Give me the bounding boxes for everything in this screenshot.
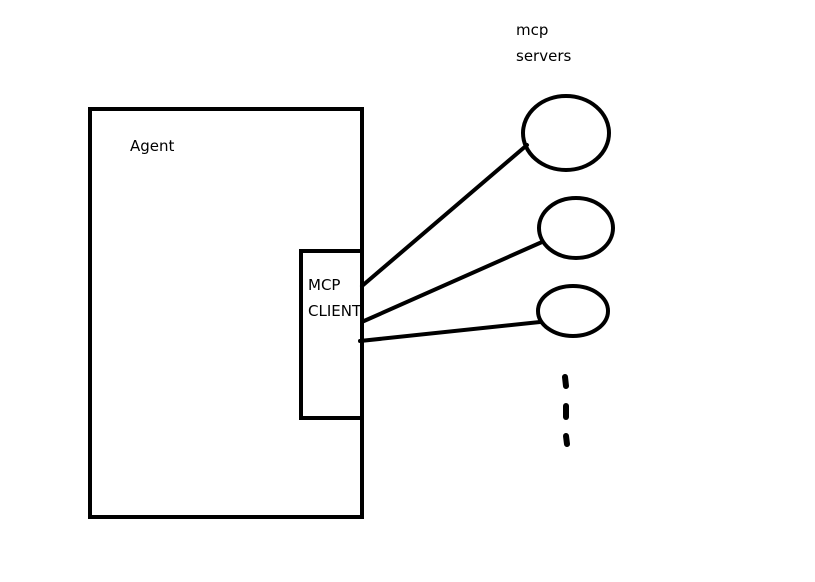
mcp-client-box bbox=[299, 249, 364, 420]
mcp-server-circle-2 bbox=[537, 196, 615, 260]
mcp-client-label-line2: CLIENT bbox=[308, 302, 362, 320]
connection-line-1 bbox=[360, 143, 529, 288]
servers-label-line2: servers bbox=[516, 47, 571, 65]
connection-line-2 bbox=[362, 240, 544, 323]
agent-label: Agent bbox=[130, 137, 175, 155]
servers-label-line1: mcp bbox=[516, 21, 548, 39]
connection-line-3 bbox=[358, 320, 542, 343]
mcp-server-circle-3 bbox=[536, 284, 610, 338]
ellipsis-dot-3 bbox=[563, 433, 570, 447]
mcp-client-label-line1: MCP bbox=[308, 276, 340, 294]
ellipsis-dot-1 bbox=[562, 374, 569, 389]
mcp-server-circle-1 bbox=[521, 94, 611, 172]
